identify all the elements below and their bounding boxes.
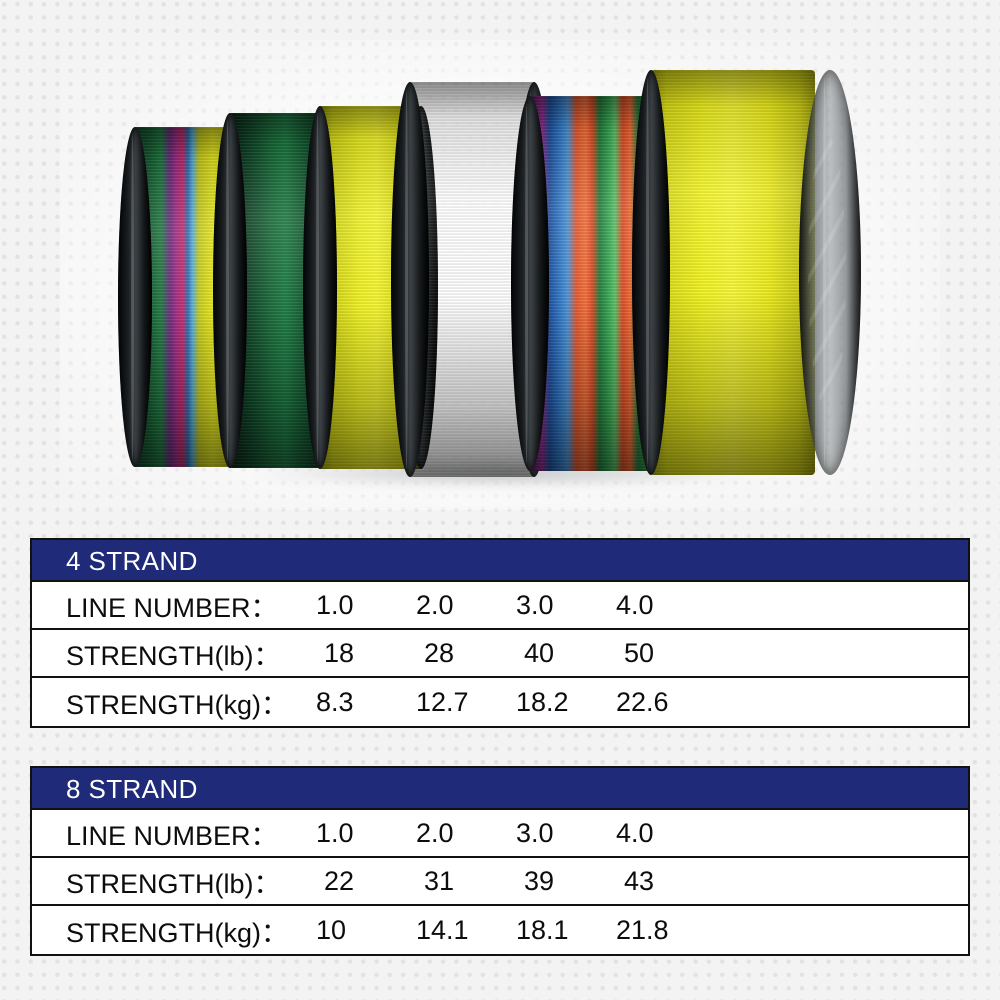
row-values: 18 28 40 50 bbox=[316, 638, 716, 669]
cell-value: 8.3 bbox=[316, 686, 354, 717]
row-label: STRENGTH(kg)： bbox=[66, 917, 288, 948]
cell-value: 2.0 bbox=[416, 589, 454, 620]
cell-value: 22 bbox=[324, 865, 355, 896]
spool-flange-left bbox=[303, 106, 337, 469]
cell-value: 50 bbox=[624, 637, 655, 668]
table-title-8-strand: 8 STRAND bbox=[32, 768, 968, 810]
flange-lip bbox=[405, 89, 409, 470]
cell-value: 31 bbox=[424, 865, 455, 896]
spool-flange-left bbox=[213, 113, 247, 468]
flange-lip bbox=[315, 113, 319, 462]
cell-value: 4.0 bbox=[616, 817, 654, 848]
cell-value: 21.8 bbox=[616, 914, 669, 945]
cell-value: 1.0 bbox=[316, 817, 354, 848]
spec-table-8-strand: 8 STRAND LINE NUMBER： 1.0 2.0 3.0 4.0 ST… bbox=[30, 766, 970, 956]
table-row: STRENGTH(lb)： 22 31 39 43 bbox=[32, 858, 968, 906]
cell-value: 40 bbox=[524, 637, 555, 668]
row-values: 10 14.1 18.1 21.8 bbox=[316, 915, 716, 946]
flange-lip bbox=[646, 78, 650, 467]
cell-value: 2.0 bbox=[416, 817, 454, 848]
cell-value: 28 bbox=[424, 637, 455, 668]
cell-value: 3.0 bbox=[516, 589, 554, 620]
row-label: LINE NUMBER： bbox=[66, 820, 278, 851]
spool-flange-left bbox=[391, 82, 429, 477]
spool-flange-left bbox=[511, 96, 549, 471]
cell-value: 18.2 bbox=[516, 686, 569, 717]
row-label: STRENGTH(lb)： bbox=[66, 868, 281, 899]
spool-bright-yellow-smoked-flange bbox=[632, 70, 861, 475]
flange-lip bbox=[225, 120, 229, 461]
cell-value: 22.6 bbox=[616, 686, 669, 717]
product-photo bbox=[118, 70, 861, 494]
cell-value: 43 bbox=[624, 865, 655, 896]
table-row: STRENGTH(kg)： 10 14.1 18.1 21.8 bbox=[32, 906, 968, 954]
row-values: 1.0 2.0 3.0 4.0 bbox=[316, 818, 716, 849]
table-row: LINE NUMBER： 1.0 2.0 3.0 4.0 bbox=[32, 582, 968, 630]
cell-value: 14.1 bbox=[416, 914, 469, 945]
row-values: 1.0 2.0 3.0 4.0 bbox=[316, 590, 716, 621]
row-values: 8.3 12.7 18.2 22.6 bbox=[316, 687, 716, 718]
spool-flange-left bbox=[118, 127, 152, 467]
row-label: STRENGTH(kg)： bbox=[66, 689, 288, 720]
cell-value: 12.7 bbox=[416, 686, 469, 717]
cell-value: 18.1 bbox=[516, 914, 569, 945]
thread-wrap bbox=[650, 70, 815, 475]
spool-flange-right-translucent bbox=[799, 70, 861, 475]
row-label: LINE NUMBER： bbox=[66, 592, 278, 623]
cell-value: 1.0 bbox=[316, 589, 354, 620]
spool-flange-left bbox=[632, 70, 670, 475]
table-row: STRENGTH(lb)： 18 28 40 50 bbox=[32, 630, 968, 678]
flange-lip bbox=[525, 103, 529, 464]
cell-value: 10 bbox=[316, 914, 347, 945]
row-values: 22 31 39 43 bbox=[316, 866, 716, 897]
table-row: STRENGTH(kg)： 8.3 12.7 18.2 22.6 bbox=[32, 678, 968, 726]
row-label: STRENGTH(lb)： bbox=[66, 640, 281, 671]
table-title-4-strand: 4 STRAND bbox=[32, 540, 968, 582]
cell-value: 39 bbox=[524, 865, 555, 896]
table-row: LINE NUMBER： 1.0 2.0 3.0 4.0 bbox=[32, 810, 968, 858]
flange-lip bbox=[130, 133, 134, 461]
spec-table-4-strand: 4 STRAND LINE NUMBER： 1.0 2.0 3.0 4.0 ST… bbox=[30, 538, 970, 728]
cell-value: 4.0 bbox=[616, 589, 654, 620]
cell-value: 18 bbox=[324, 637, 355, 668]
cell-value: 3.0 bbox=[516, 817, 554, 848]
flange-lip bbox=[822, 78, 826, 467]
